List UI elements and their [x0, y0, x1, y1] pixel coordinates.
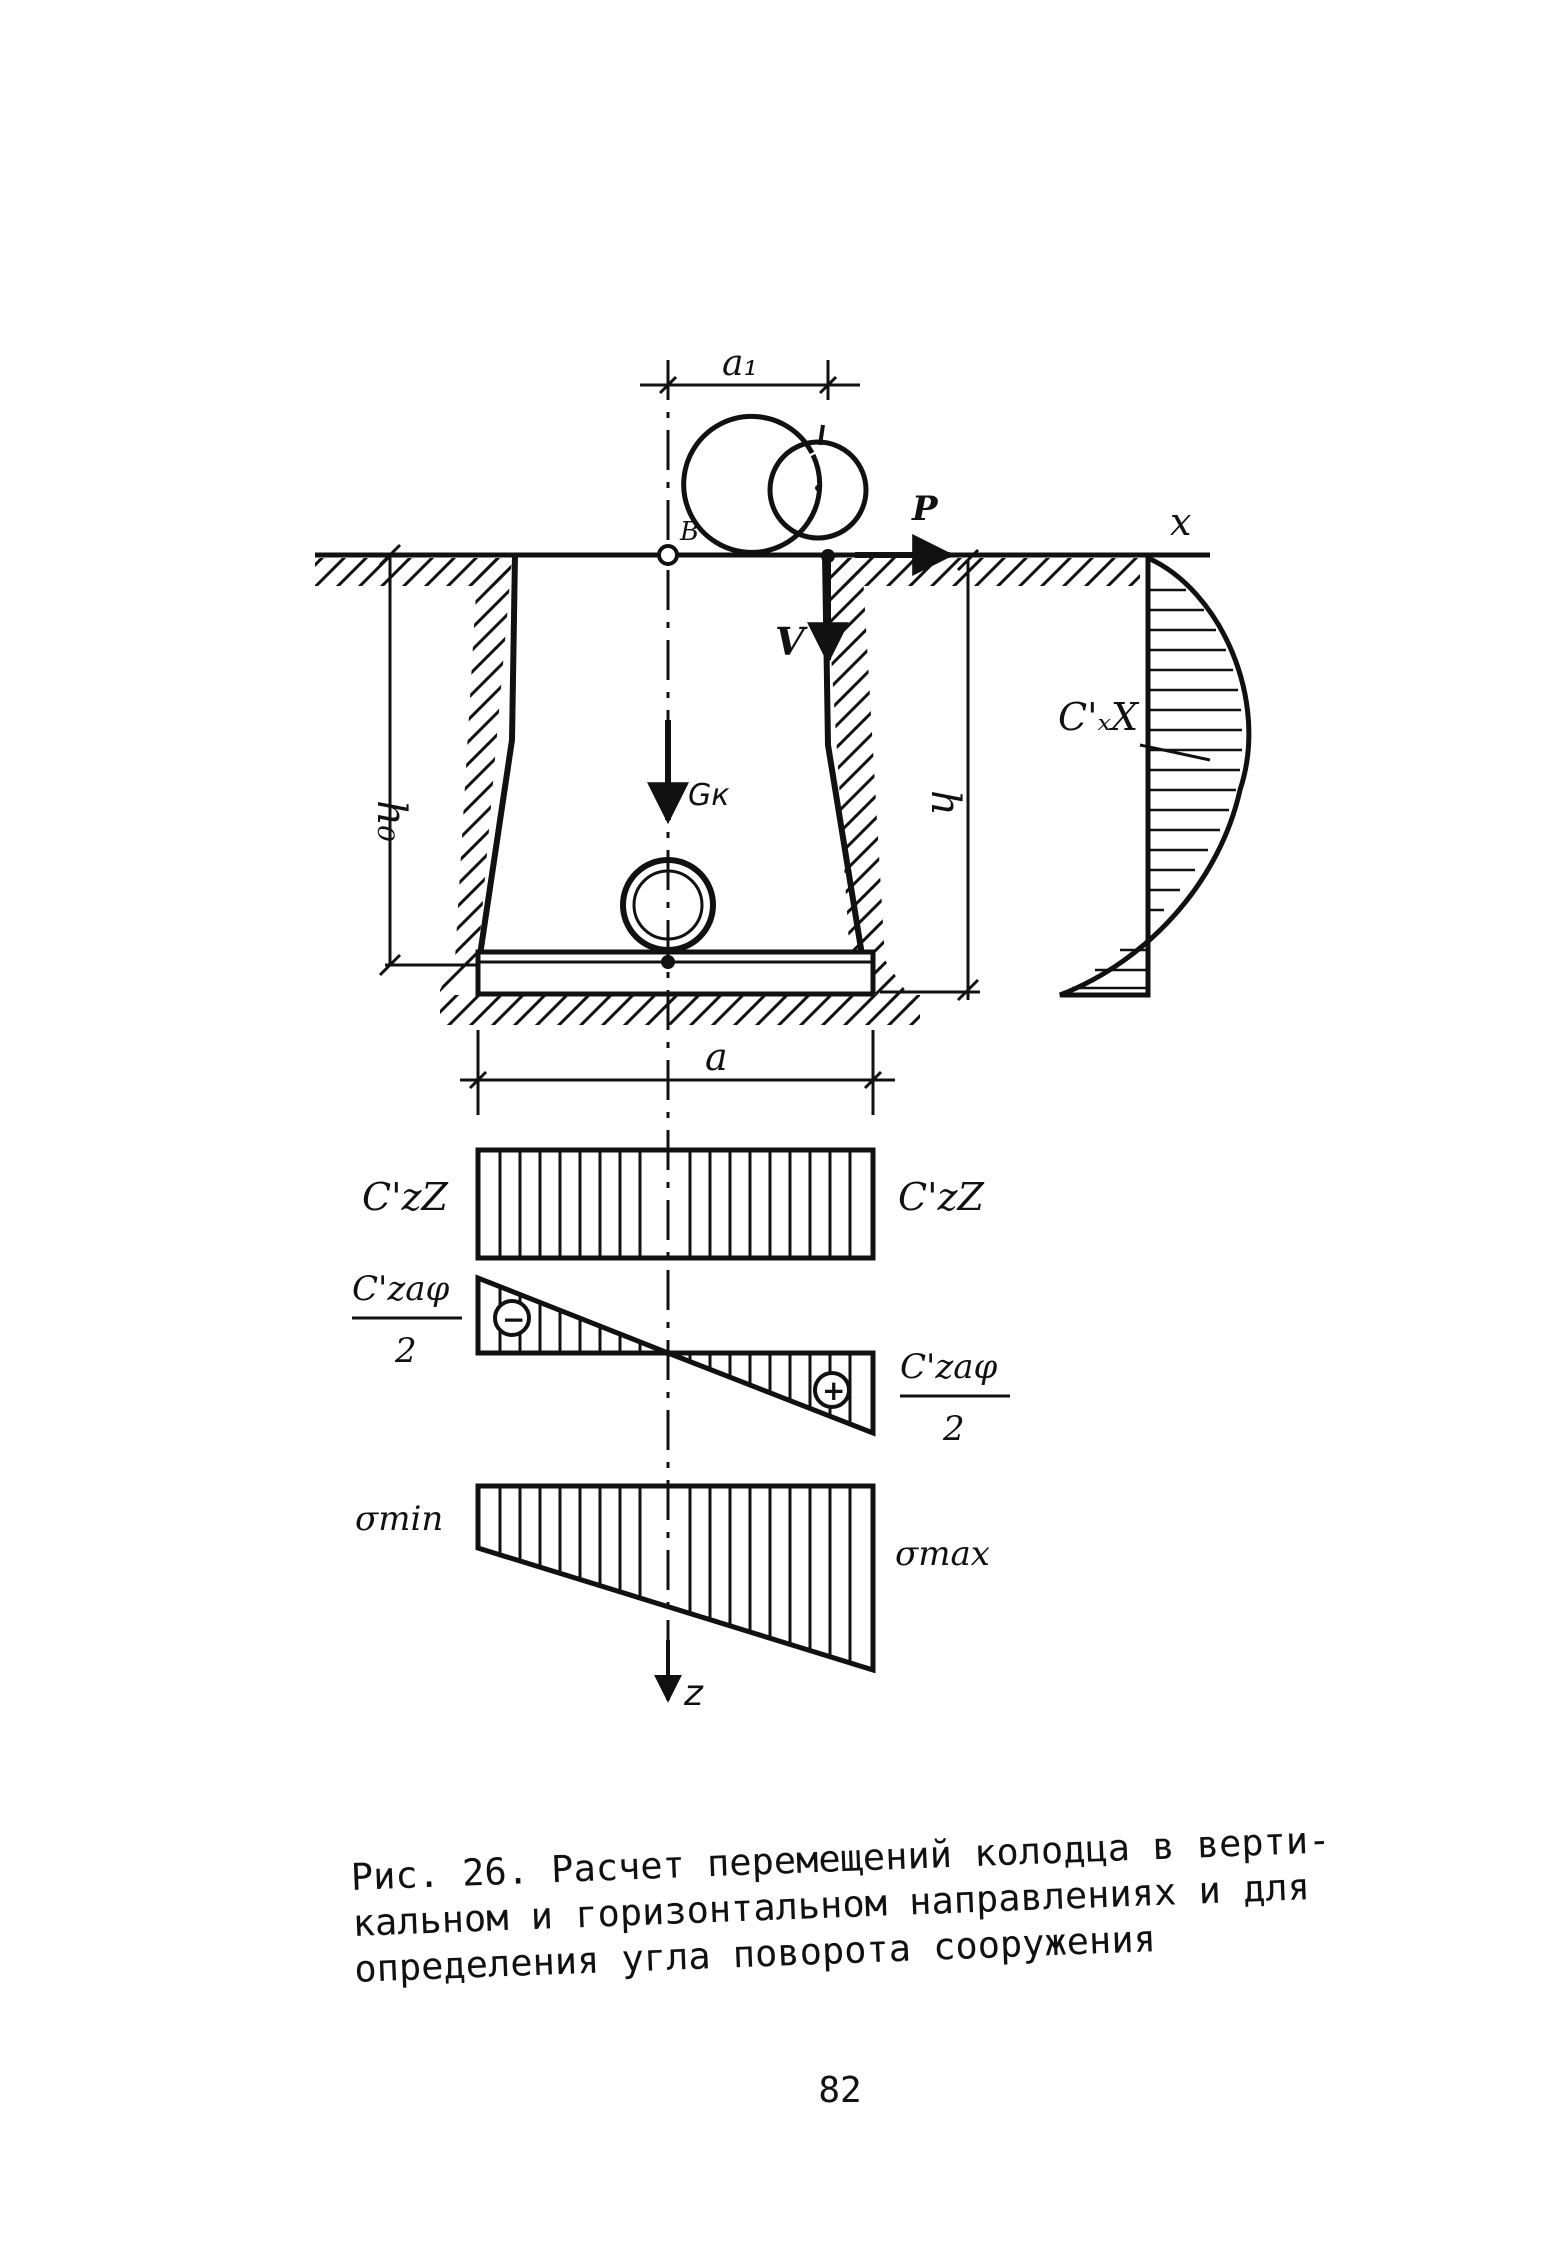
label-sigma-max: σmax	[895, 1534, 990, 1574]
wheel-load	[681, 413, 869, 555]
uniform-pressure-diagram	[475, 1147, 876, 1261]
dimension-a1	[640, 360, 860, 400]
plus-sign-circle	[813, 1371, 851, 1409]
well-body	[475, 554, 876, 997]
page-number: 82	[818, 2070, 862, 2111]
label-cx-x: C'ₓX	[1058, 695, 1140, 739]
horizontal-pressure-diagram	[1059, 554, 1252, 998]
label-cz-z-right: C'zZ	[898, 1175, 985, 1219]
label-z-axis: z	[683, 1673, 704, 1714]
svg-text:2: 2	[942, 1409, 965, 1449]
soil-hatching	[440, 558, 920, 1025]
label-a1: a₁	[722, 343, 758, 384]
resulting-pressure-diagram	[475, 1483, 876, 1674]
svg-text:C'zaφ: C'zaφ	[352, 1269, 450, 1309]
label-cz-aphi-right: C'zaφ 2	[900, 1347, 1010, 1449]
label-a: a	[705, 1035, 728, 1079]
base-center-point	[661, 955, 675, 969]
label-sigma-min: σmin	[355, 1499, 443, 1539]
label-v: V	[775, 619, 808, 664]
label-h0: h₀	[368, 800, 414, 842]
label-gk: Gк	[688, 778, 729, 813]
ground-surface	[315, 552, 1210, 586]
label-h: h	[922, 790, 968, 816]
label-p: P	[911, 489, 939, 529]
minus-sign-circle	[493, 1299, 531, 1337]
label-b: B	[679, 517, 699, 547]
dimension-h	[880, 548, 980, 1002]
point-b	[657, 544, 679, 566]
dimension-h0	[378, 543, 480, 977]
force-v-arrow	[807, 549, 849, 665]
svg-text:C'zaφ: C'zaφ	[900, 1347, 998, 1387]
label-x-axis: x	[1170, 500, 1191, 544]
dimension-a	[460, 1030, 895, 1115]
minus-sign: −	[502, 1303, 525, 1336]
plus-sign: +	[822, 1374, 845, 1407]
label-cz-z-left: C'zZ	[362, 1175, 449, 1219]
rotation-pressure-diagram	[475, 1274, 876, 1437]
svg-text:2: 2	[394, 1331, 417, 1371]
label-cz-aphi-left: C'zaφ 2	[352, 1269, 462, 1371]
